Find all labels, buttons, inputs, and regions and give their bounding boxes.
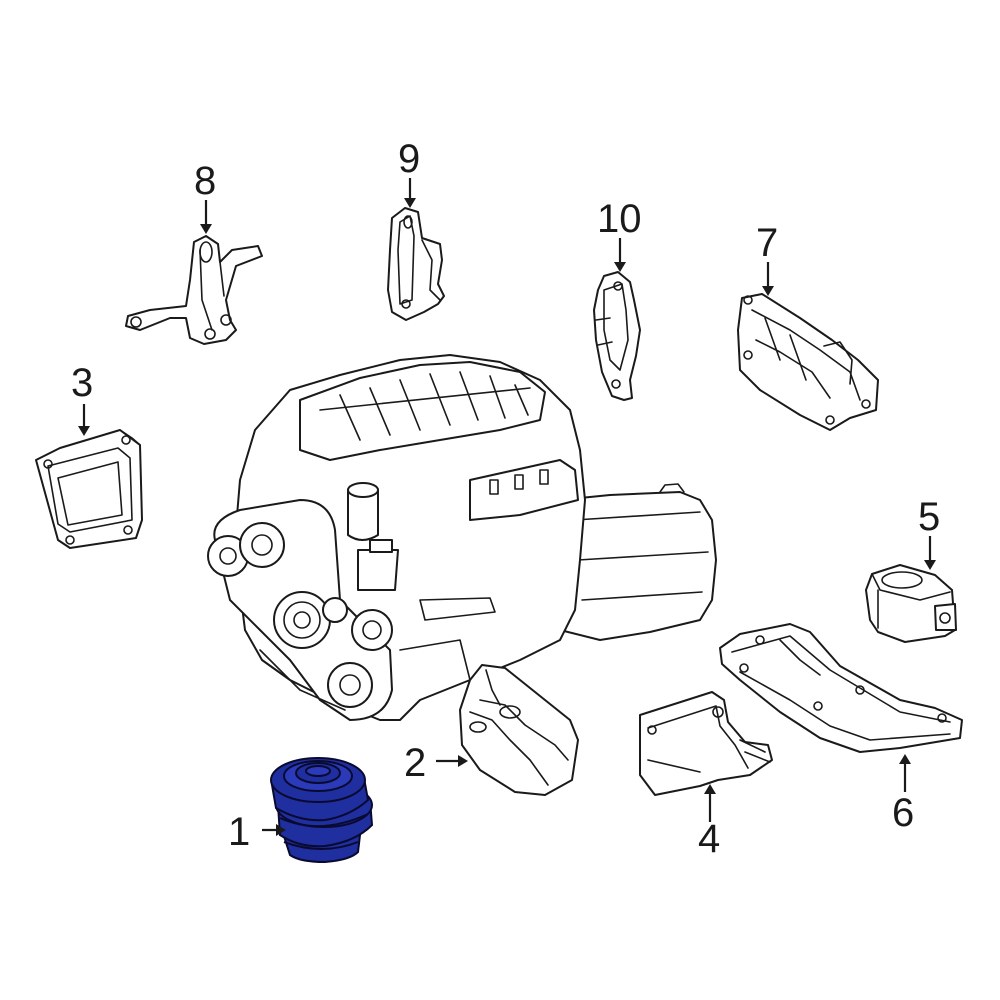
callout-1[interactable]: 1 [228,810,250,854]
part-6-crossmember[interactable] [719,623,963,753]
part-4-bracket[interactable] [639,691,773,796]
part-3-plate[interactable] [35,429,143,549]
engine-assembly [207,354,717,721]
callout-6[interactable]: 6 [892,791,914,835]
callout-3[interactable]: 3 [71,361,93,405]
part-9-bracket[interactable] [387,207,445,321]
callout-4[interactable]: 4 [698,817,720,861]
callout-5[interactable]: 5 [918,495,940,539]
part-10-bracket[interactable] [593,271,641,401]
intake-manifold [299,361,546,461]
transmission-housing [559,491,717,641]
part-7-bracket[interactable] [737,293,879,431]
callout-7[interactable]: 7 [756,221,778,265]
callout-10[interactable]: 10 [597,197,642,241]
part-5-mount[interactable] [865,564,957,643]
callout-2[interactable]: 2 [404,741,426,785]
callout-labels: 1 2 3 4 5 6 7 8 9 10 [71,137,940,861]
accessory-pulleys [207,499,393,721]
part-1-mount[interactable] [270,757,374,864]
valve-cover [469,459,579,521]
callout-8[interactable]: 8 [194,159,216,203]
callout-arrows [78,178,936,836]
callout-9[interactable]: 9 [398,137,420,181]
part-2-bracket[interactable] [459,664,579,796]
part-8-bracket[interactable] [125,235,263,345]
